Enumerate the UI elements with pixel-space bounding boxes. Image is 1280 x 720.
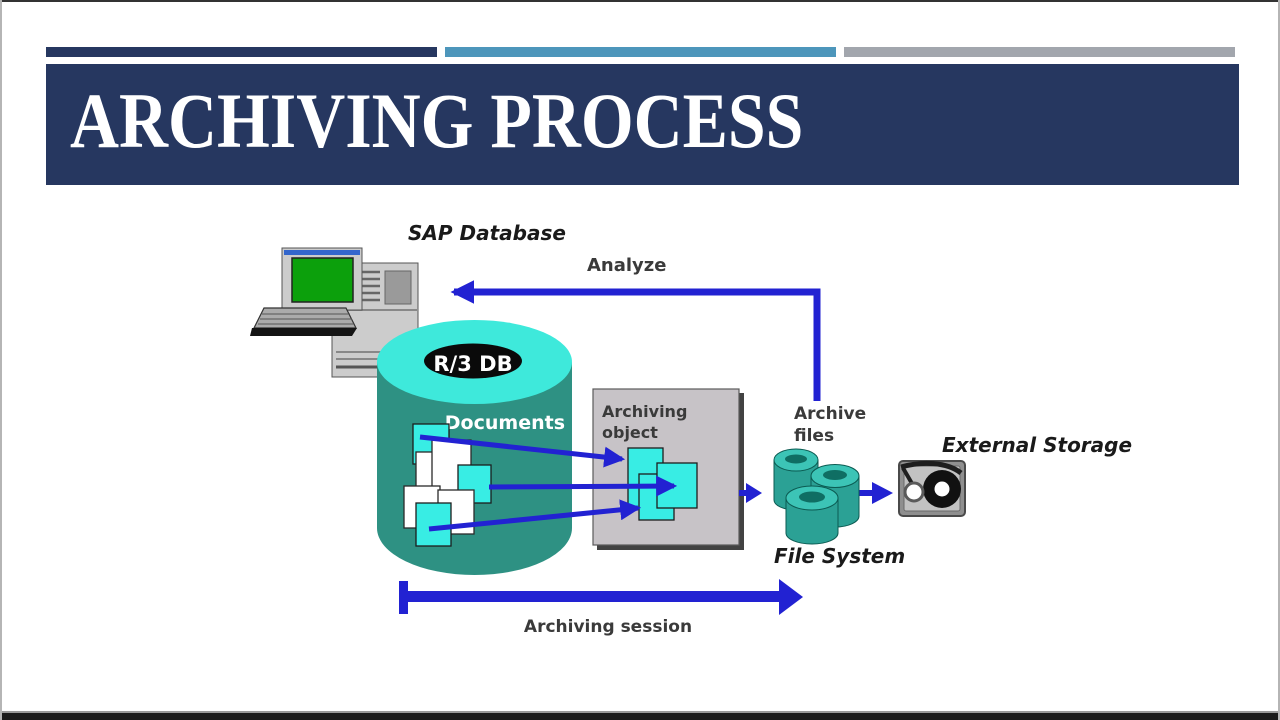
archive-files-label-line2: files	[794, 426, 834, 446]
r3-db-label: R/3 DB	[433, 352, 512, 376]
document-transfer-arrows	[419, 434, 678, 532]
keyboard-icon	[253, 307, 357, 329]
external-storage-label: External Storage	[942, 433, 1132, 457]
archive-files-label-line1: Archive	[794, 404, 866, 424]
sap-database-label: SAP Database	[408, 221, 566, 245]
title-banner: ARCHIVING PROCESS	[46, 64, 1239, 185]
monitor-screen	[291, 257, 354, 303]
archiving-object-box: Archiving object	[592, 388, 744, 550]
accent-bar-gray	[844, 47, 1235, 57]
documents-label: Documents	[445, 412, 565, 434]
page-title: ARCHIVING PROCESS	[70, 77, 804, 164]
box-to-filesystem-arrow	[739, 483, 762, 503]
bottom-frame-line	[2, 711, 1278, 713]
archiving-session-arrow	[399, 579, 803, 615]
accent-bar-navy	[46, 47, 437, 57]
analyze-arrow	[450, 280, 821, 401]
archiving-session-label: Archiving session	[524, 617, 692, 637]
accent-bar-blue	[445, 47, 836, 57]
bottom-frame-bar	[2, 713, 1278, 720]
database-cylinder-icon: R/3 DB Documents	[377, 320, 572, 575]
archiving-object-label-line2: object	[602, 423, 658, 442]
analyze-label: Analyze	[587, 255, 666, 276]
archiving-object-label-line1: Archiving	[602, 402, 687, 421]
tape-drive-icon	[898, 460, 966, 517]
top-frame-line	[2, 0, 1278, 2]
file-spools-icon	[773, 448, 860, 545]
file-system-label: File System	[774, 544, 905, 568]
